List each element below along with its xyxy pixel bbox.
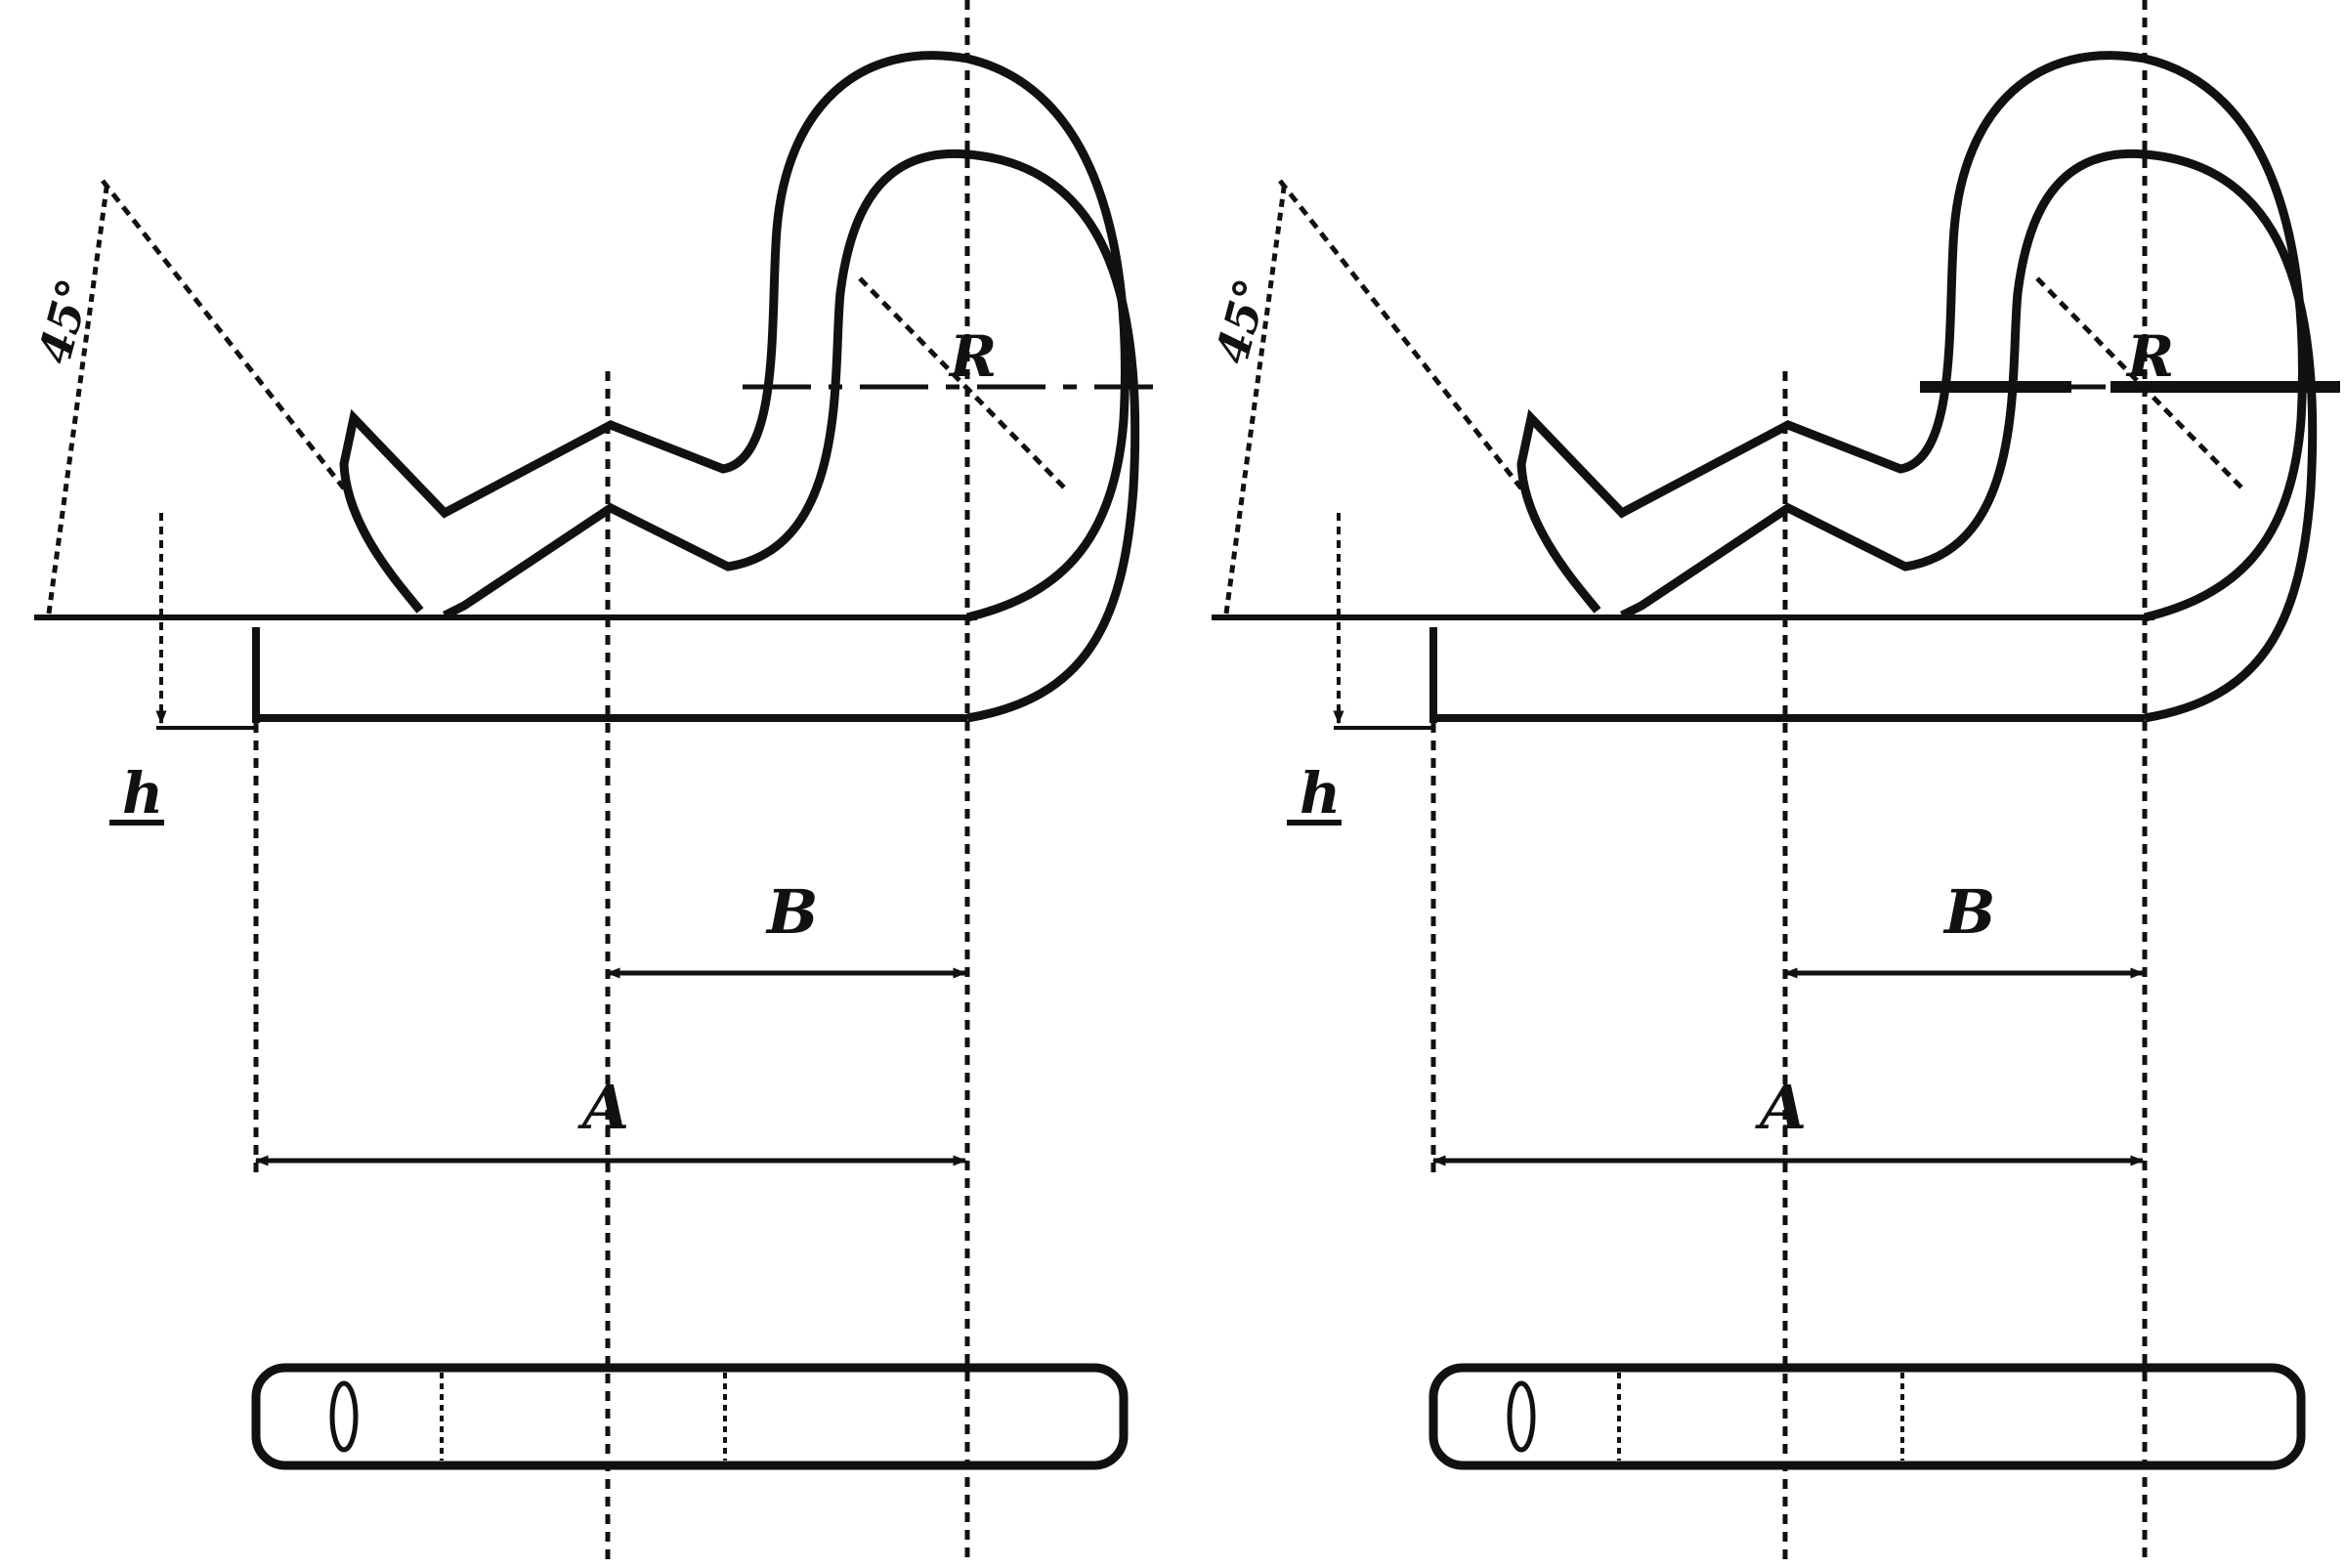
- radius-label: R: [2125, 323, 2174, 390]
- dim-b-label: B: [765, 876, 818, 948]
- angle-label: 45°: [27, 274, 101, 369]
- dim-a-label: A: [1755, 1072, 1807, 1143]
- figure-left: 45° R h B A: [27, 0, 1153, 1563]
- figure-right: 45° R h B A: [1205, 0, 2340, 1563]
- angle-label: 45°: [1205, 274, 1278, 369]
- dim-b-label: B: [1942, 876, 1995, 948]
- thickness-label: h: [122, 760, 163, 826]
- radius-label: R: [948, 323, 997, 390]
- dim-a-label: A: [577, 1072, 629, 1143]
- thickness-label: h: [1300, 760, 1341, 826]
